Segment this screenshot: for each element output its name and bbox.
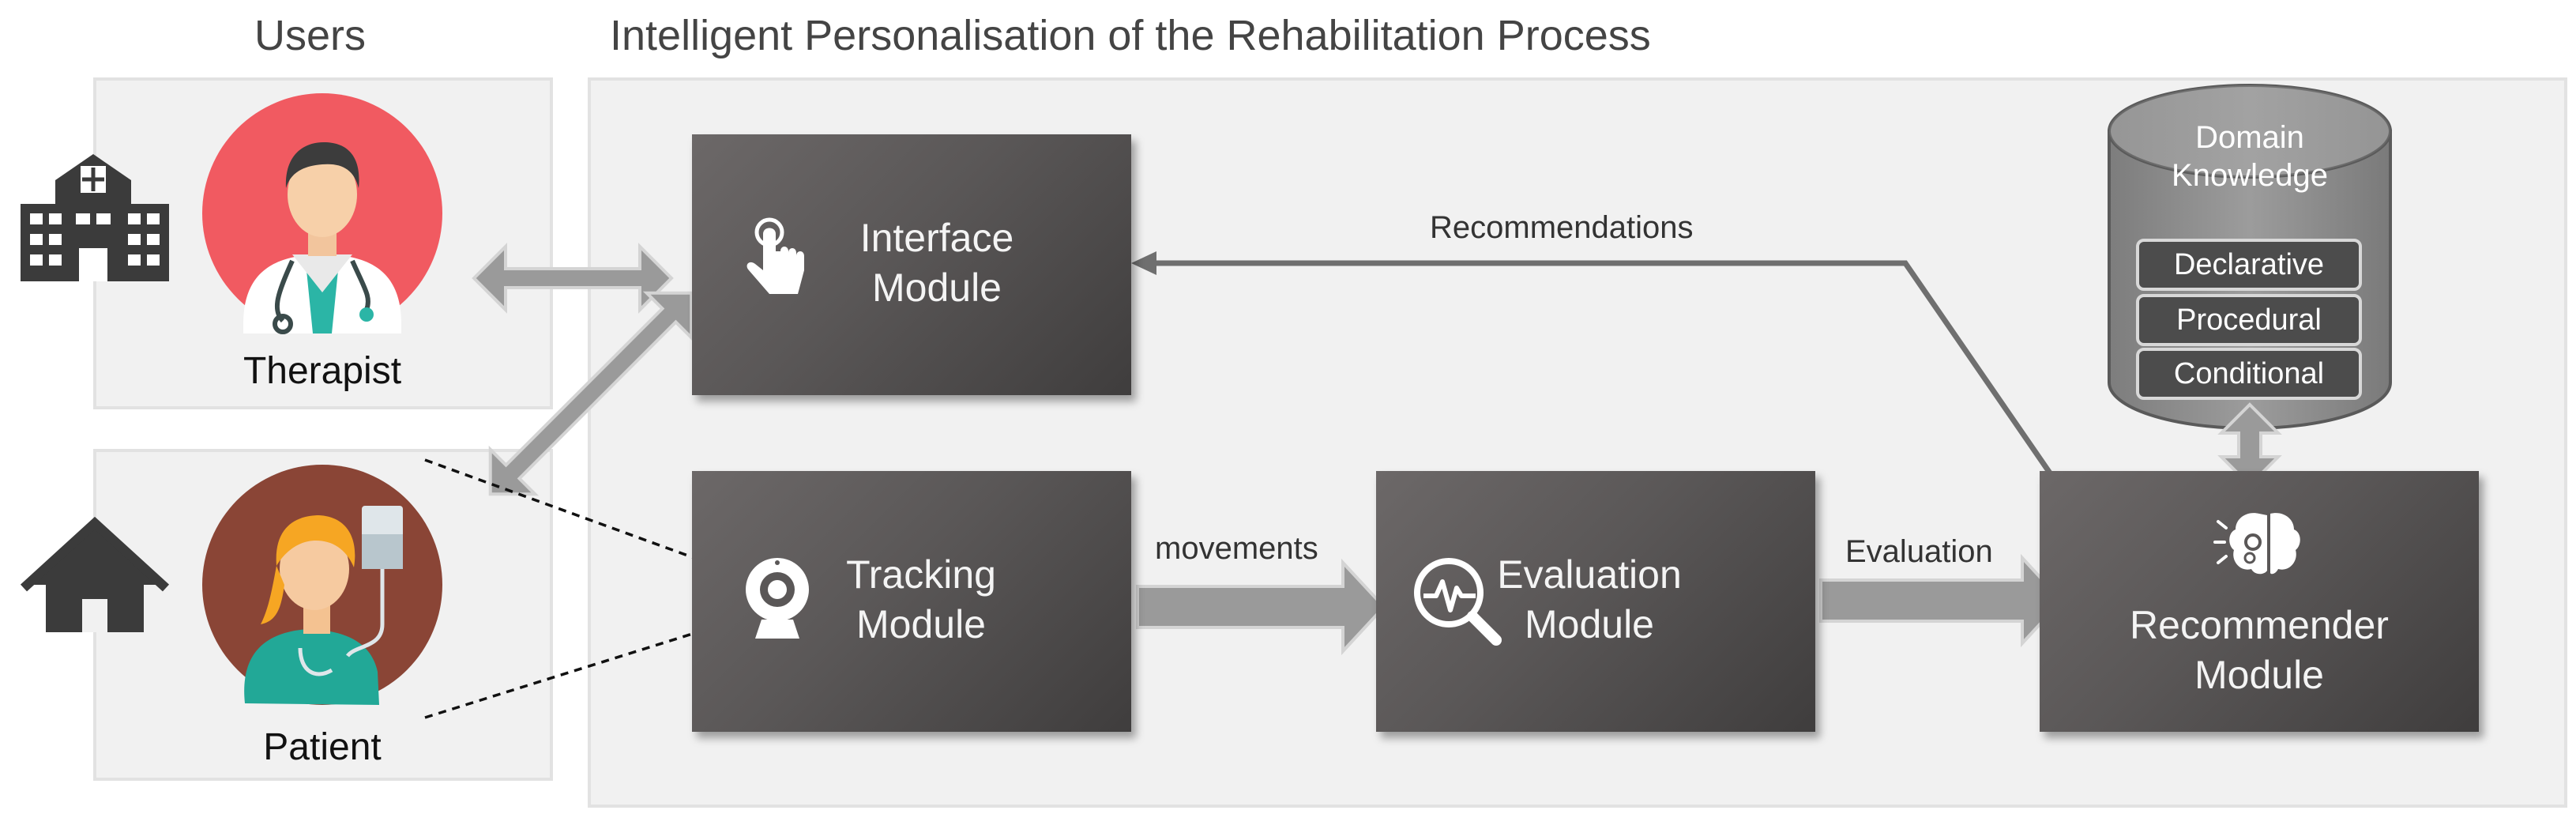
tracking-module-line1: Tracking: [846, 552, 996, 597]
patient-interface-arrow: [488, 291, 694, 496]
interface-module-line1: Interface: [859, 216, 1014, 260]
recommendations-label: Recommendations: [1430, 210, 1694, 245]
domain-knowledge-title: Domain Knowledge: [2133, 119, 2367, 194]
domain-knowledge-line2: Knowledge: [2172, 158, 2328, 193]
doctor-avatar-icon: [202, 93, 442, 334]
evaluation-module-line2: Module: [1525, 602, 1654, 646]
knowledge-conditional: Conditional: [2136, 348, 2362, 400]
recommender-module-line2: Module: [2194, 653, 2324, 697]
recommender-module: Recommender Module: [2040, 471, 2479, 732]
therapist-label: Therapist: [243, 350, 402, 392]
users-heading: Users: [254, 12, 367, 59]
evaluation-module-line1: Evaluation: [1497, 552, 1682, 597]
recommender-module-line1: Recommender: [2130, 603, 2389, 647]
patient-label: Patient: [263, 726, 382, 768]
interface-module: Interface Module: [692, 134, 1131, 395]
brain-gear-icon: [2213, 513, 2300, 575]
touch-hand-icon: [746, 217, 804, 294]
movements-label: movements: [1155, 531, 1318, 566]
recommendations-arrowhead: [1131, 251, 1156, 275]
knowledge-procedural: Procedural: [2136, 294, 2362, 346]
home-icon: [20, 516, 170, 632]
magnifier-pulse-icon: [1414, 558, 1502, 646]
knowledge-declarative: Declarative: [2136, 239, 2362, 291]
evaluation-arrow: [1819, 553, 2064, 648]
movements-arrow: [1136, 558, 1386, 656]
patient-avatar-icon: [202, 465, 442, 705]
webcam-icon: [746, 558, 809, 639]
domain-knowledge-line1: Domain: [2195, 120, 2304, 155]
hospital-icon: [21, 154, 169, 281]
evaluation-module: Evaluation Module: [1376, 471, 1815, 732]
process-heading: Intelligent Personalisation of the Rehab…: [610, 12, 1651, 59]
evaluation-label: Evaluation: [1845, 534, 1993, 569]
patient-tracking-dash-2: [424, 618, 739, 719]
patient-tracking-dash-1: [424, 458, 739, 575]
tracking-module-line2: Module: [856, 602, 986, 646]
interface-module-line2: Module: [872, 266, 1002, 310]
recommendations-line: [1153, 260, 2053, 476]
therapist-interface-arrow: [472, 243, 674, 314]
tracking-module: Tracking Module: [692, 471, 1131, 732]
